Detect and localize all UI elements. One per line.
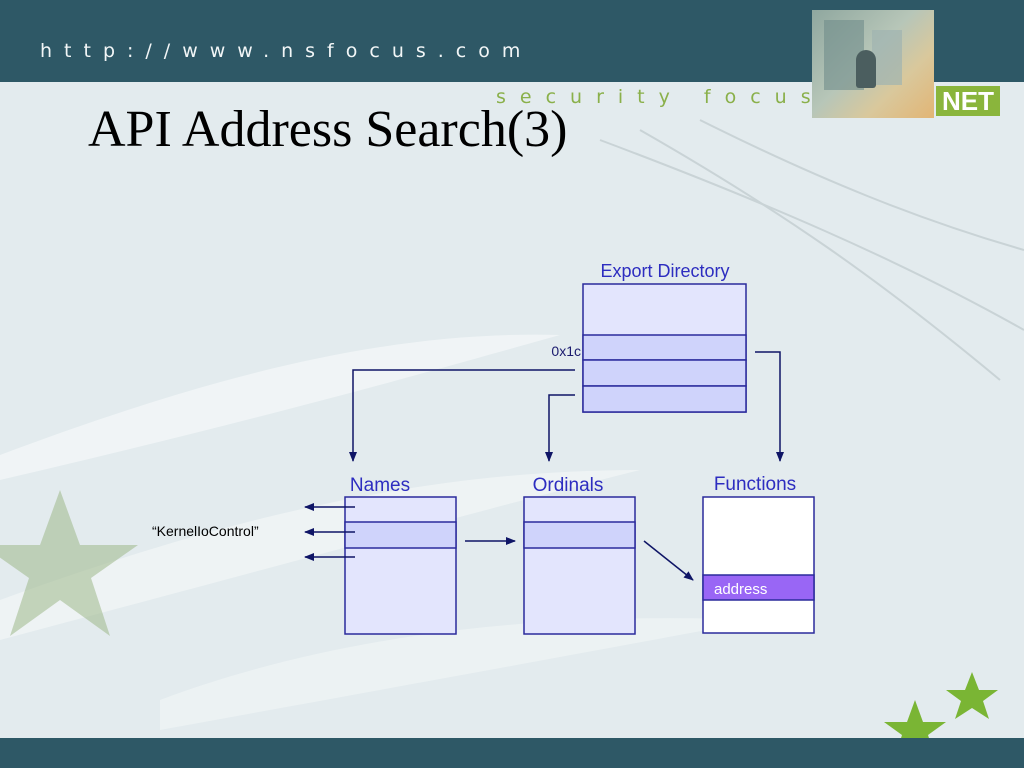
slide-title: API Address Search(3) xyxy=(88,101,568,158)
header-tagline: security focus xyxy=(496,86,825,108)
footer-bar xyxy=(0,738,1024,768)
star-small-decoration xyxy=(884,700,946,757)
functions-label: Functions xyxy=(714,474,796,495)
ordinals-box xyxy=(523,496,636,635)
arrow-to-ordinals xyxy=(545,394,575,462)
functions-box xyxy=(702,496,815,634)
arrow-ordinals-to-address xyxy=(643,540,694,581)
net-logo: NET xyxy=(936,86,1000,116)
star-left-decoration xyxy=(0,490,138,636)
ordinals-row-selected xyxy=(523,521,636,549)
names-row-selected xyxy=(344,521,457,549)
names-box xyxy=(344,496,457,635)
ordinals-label: Ordinals xyxy=(533,475,604,496)
export-directory-row-names xyxy=(582,359,747,387)
functions-row-address xyxy=(702,574,815,601)
export-directory-row-0x1c xyxy=(582,334,747,361)
address-label: address xyxy=(714,581,767,598)
function-name-label: “KernelIoControl” xyxy=(152,523,259,539)
arrow-to-functions xyxy=(755,351,784,462)
offset-label: 0x1c xyxy=(551,343,581,359)
arrow-to-names xyxy=(349,369,575,462)
star-small-decoration-2 xyxy=(946,672,998,719)
header-url: http://www.nsfocus.com xyxy=(40,40,533,62)
names-label: Names xyxy=(350,475,410,496)
export-directory-label: Export Directory xyxy=(600,261,729,281)
export-directory-row-ordinals xyxy=(582,385,747,413)
header-photo xyxy=(812,10,934,118)
